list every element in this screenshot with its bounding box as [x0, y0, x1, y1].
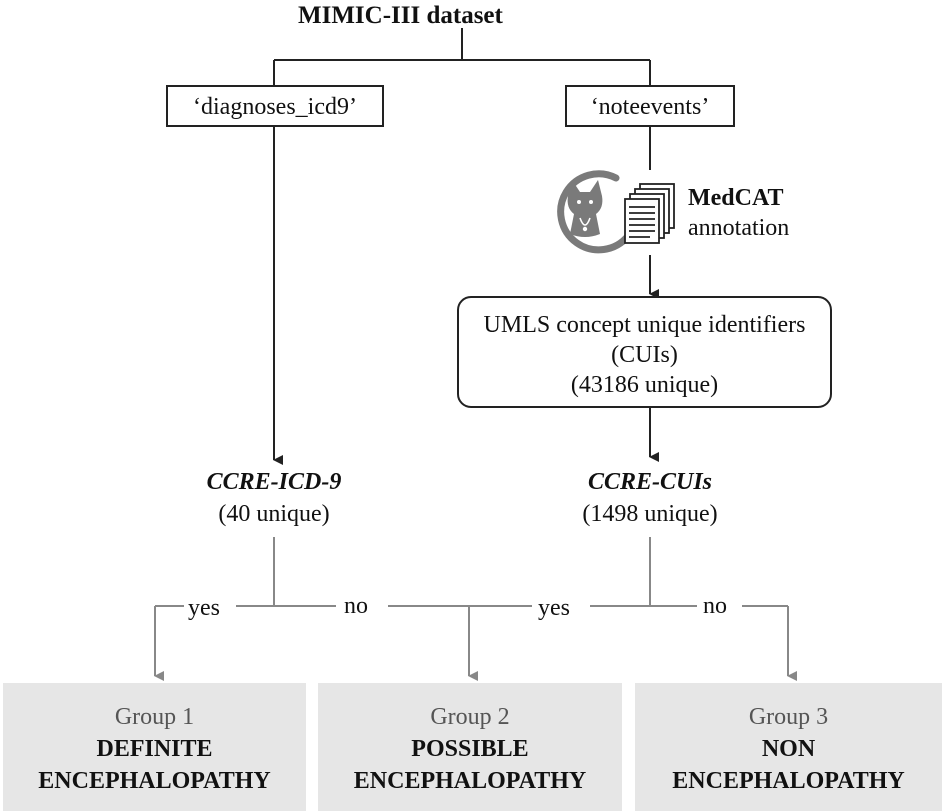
ccre-cuis-title: CCRE-CUIs	[587, 469, 713, 495]
umls-line2: (CUIs)	[611, 342, 678, 368]
group-1-label: Group 1	[114, 704, 195, 730]
right-no-label: no	[703, 593, 727, 619]
ccre-cuis-count: (1498 unique)	[582, 501, 718, 527]
ccre-icd9-count: (40 unique)	[218, 501, 330, 527]
group-3-line1: NON	[761, 736, 816, 762]
group-3-label: Group 3	[748, 704, 829, 730]
group-3-box: Group 3 NON ENCEPHALOPATHY	[635, 683, 942, 811]
group-2-box: Group 2 POSSIBLE ENCEPHALOPATHY	[318, 683, 622, 811]
left-yes-label: yes	[188, 595, 220, 621]
medcat-cat-logo-icon	[557, 170, 632, 254]
group-1-box: Group 1 DEFINITE ENCEPHALOPATHY	[3, 683, 306, 811]
group-1-line2: ENCEPHALOPATHY	[38, 768, 271, 794]
umls-line3: (43186 unique)	[570, 372, 719, 398]
group-2-line1: POSSIBLE	[411, 736, 529, 762]
group-1-line1: DEFINITE	[96, 736, 213, 762]
ccre-icd9-title: CCRE-ICD-9	[206, 469, 342, 495]
medcat-label: MedCAT	[688, 185, 784, 211]
group-2-label: Group 2	[430, 704, 510, 730]
noteevents-box: ‘noteevents’	[565, 85, 735, 127]
group-3-line2: ENCEPHALOPATHY	[672, 768, 905, 794]
annotation-label: annotation	[688, 215, 790, 241]
diagnoses-icd9-label: ‘diagnoses_icd9’	[193, 94, 357, 120]
group-2-line2: ENCEPHALOPATHY	[353, 768, 587, 794]
noteevents-label: ‘noteevents’	[590, 94, 710, 120]
right-yes-label: yes	[538, 595, 570, 621]
documents-stack-icon	[624, 183, 675, 244]
umls-cuis-box: UMLS concept unique identifiers (CUIs) (…	[457, 296, 832, 408]
umls-line1: UMLS concept unique identifiers	[483, 312, 806, 338]
diagnoses-icd9-box: ‘diagnoses_icd9’	[166, 85, 384, 127]
left-no-label: no	[344, 593, 368, 619]
diagram-title: MIMIC-III dataset	[298, 2, 503, 29]
